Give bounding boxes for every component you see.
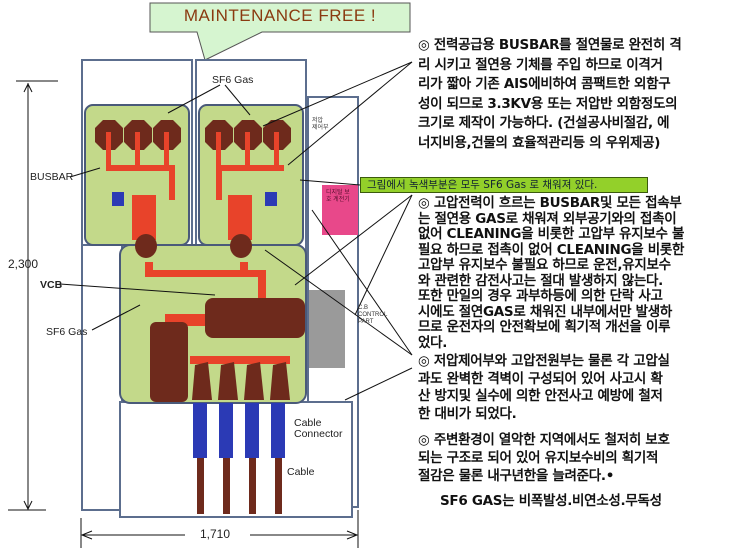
- blue-connectors: [112, 192, 277, 206]
- text-line: 리 시키고 절연용 기체를 주입 하므로 이격거: [418, 56, 663, 73]
- dimension-height: 2,300: [8, 257, 39, 271]
- text-line: 시에도 절연GAS로 채워진 내부에서만 발생하: [418, 303, 672, 320]
- text-line: 는 절연용 GAS로 채워져 외부공기와의 접촉이: [418, 210, 677, 227]
- text-line: 고압부 유지보수 불필요 하므로 운전,유지보수: [418, 257, 671, 273]
- text-line: 크기로 제작이 가능하다. (건설공사비절감, 에: [418, 115, 670, 131]
- label-cable-connector-line1: Cable: [294, 417, 322, 429]
- text-line: ◎ 저압제어부와 고압전원부는 물론 각 고압실: [418, 353, 670, 369]
- text-line: ◎ 고압전력이 흐르는 BUSBAR및 모든 접속부: [418, 195, 682, 211]
- label-cable: Cable: [287, 466, 315, 478]
- text-line: 성이 되므로 3.3KV용 또는 저압반 외함정도의: [418, 95, 678, 112]
- busbar-conductors: [106, 132, 290, 364]
- label-busbar: BUSBAR: [30, 171, 74, 183]
- dimension-width: 1,710: [200, 527, 231, 541]
- text-block-environment: ◎ 주변환경이 열악한 지역에서도 철저히 보호 되는 구조로 되어 있어 유지…: [418, 431, 740, 485]
- sf6-properties-footer: SF6 GAS는 비폭발성.비연소성.무독성: [440, 493, 662, 509]
- vcb-insulators: [135, 234, 305, 402]
- text-line: 므로 운전자의 안전확보에 획기적 개선을 이루: [418, 319, 671, 335]
- text-line: ◎ 주변환경이 열악한 지역에서도 철저히 보호: [418, 432, 670, 448]
- text-line: 산 방지및 실수에 의한 안전사고 예방에 철저: [418, 388, 663, 404]
- text-line: 과도 완벽한 격벽이 구성되어 있어 사고시 확: [418, 370, 663, 387]
- cb-control-part: [309, 290, 345, 368]
- label-sf6-gas-left: SF6 Gas: [46, 326, 88, 338]
- label-cb-control: C.B CONTROL PART: [358, 305, 388, 325]
- text-block-busbar: ◎ 전력공급용 BUSBAR를 절연물로 완전히 격 리 시키고 절연용 기체를…: [418, 36, 740, 153]
- label-sf6-gas-top: SF6 Gas: [212, 74, 254, 86]
- label-low-voltage-control: 저압 제어부: [312, 118, 329, 131]
- text-line: 한 대비가 되었다.: [418, 405, 517, 422]
- pointer-arrows: [59, 61, 413, 401]
- text-line: 절감은 물론 내구년한을 늘려준다.•: [418, 468, 615, 484]
- text-line: 되는 구조로 되어 있어 유지보수비의 획기적: [418, 450, 659, 466]
- text-line: 필요 하므로 접촉이 없어 CLEANING을 비롯한: [418, 241, 685, 258]
- text-line: 또한 만일의 경우 과부하등에 의한 단락 사고: [418, 288, 663, 304]
- label-digital-relay: 디지털 보호 계전기: [326, 190, 350, 203]
- label-vcb: VCB: [40, 279, 63, 291]
- height-dimension: [8, 80, 58, 511]
- text-line: 었다.: [418, 334, 448, 351]
- text-line: 너지비용,건물의 효율적관리등 의 우위제공): [418, 134, 661, 151]
- text-block-partition: ◎ 저압제어부와 고압전원부는 물론 각 고압실 과도 완벽한 격벽이 구성되어…: [418, 353, 740, 423]
- width-dimension: [80, 510, 359, 548]
- text-line: 리가 짧아 기존 AIS에비하여 콤팩트한 외함구: [418, 76, 671, 92]
- callout-bubble: [149, 2, 411, 61]
- text-line: ◎ 전력공급용 BUSBAR를 절연물로 완전히 격: [418, 37, 682, 53]
- text-block-safety: ◎ 고압전력이 흐르는 BUSBAR및 모든 접속부 는 절연용 GAS로 채워…: [418, 195, 740, 351]
- sf6-note-label: 그림에서 녹색부분은 모두 SF6 Gas 로 채워져 있다.: [360, 177, 648, 193]
- digital-relay: [322, 185, 358, 235]
- cables: [193, 403, 285, 514]
- maintenance-free-callout: MAINTENANCE FREE !: [183, 6, 377, 25]
- text-line: 없어 CLEANING을 비롯한 고압부 유지보수 불: [418, 226, 685, 242]
- text-line: 와 관련한 감전사고는 절대 발생하지 않는다.: [418, 272, 663, 289]
- label-cable-connector-line2: Connector: [294, 428, 343, 440]
